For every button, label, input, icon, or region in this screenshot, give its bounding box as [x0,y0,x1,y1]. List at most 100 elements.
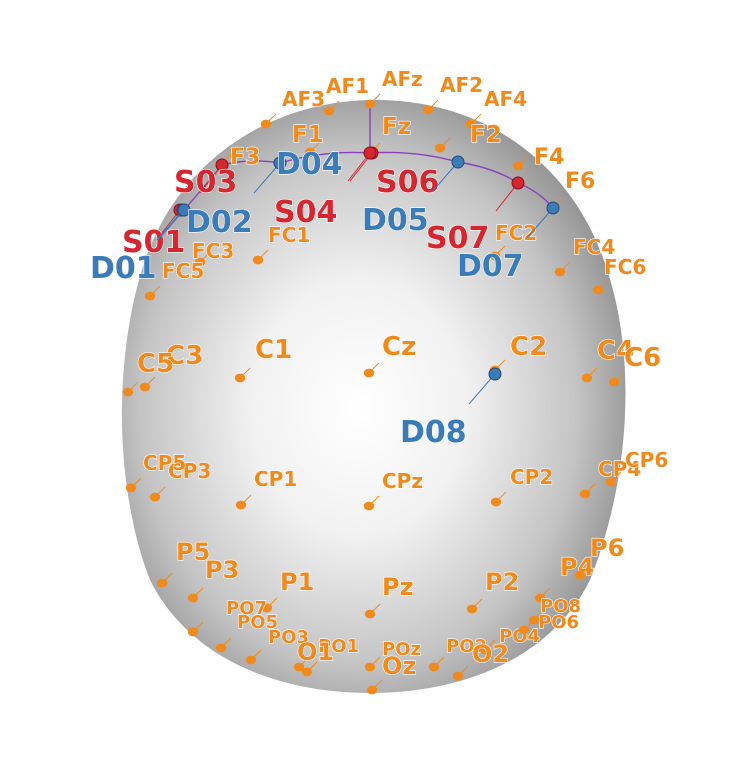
electrode-marker [234,373,246,383]
electrode-label: CPz [382,469,423,493]
detector-label: D01 [90,251,157,286]
detector-marker [546,201,560,215]
electrode-marker [235,500,247,510]
electrode-marker [479,645,491,655]
electrode-marker [144,291,156,301]
electrode-marker [428,662,440,672]
electrode-label: O1 [297,638,334,666]
electrode-label: CP4 [598,457,641,481]
electrode-label: PO5 [237,612,278,633]
electrode-marker [434,143,446,153]
electrode-marker [366,685,378,695]
electrode-label: P6 [590,534,624,562]
electrode-label: PO8 [540,596,581,617]
electrode-marker [528,615,540,625]
electrode-marker [139,382,151,392]
electrode-marker [245,655,257,665]
electrode-label: O2 [472,640,509,668]
electrode-marker [422,105,434,115]
detector-marker [177,203,191,217]
electrode-label: AF1 [326,74,369,98]
electrode-marker [466,604,478,614]
source-marker [215,158,229,172]
source-label: S03 [174,165,237,200]
electrode-label: PO4 [499,626,540,647]
source-marker [511,176,525,190]
electrode-marker [194,257,206,267]
electrode-label: Pz [382,573,414,601]
electrode-marker [252,255,264,265]
electrode-label: C2 [510,332,547,362]
detector-leader-line [431,161,459,193]
electrode-label: FC2 [495,221,537,245]
electrode-label: PO1 [318,636,359,657]
electrode-marker [301,667,313,677]
electrode-marker [512,161,524,171]
electrode-marker [149,492,161,502]
electrode-marker [489,251,501,261]
electrode-marker [187,627,199,637]
detector-leader-line [526,207,554,239]
electrode-marker [592,285,604,295]
electrode-label: P2 [485,568,519,596]
electrode-label: PO3 [268,627,309,648]
electrode-label: PO2 [446,636,487,657]
electrode-marker [304,147,316,157]
electrode-label: FC5 [162,259,204,283]
electrode-marker [122,387,134,397]
source-label: S04 [274,195,337,230]
electrode-marker [554,267,566,277]
detector-label: D04 [276,147,343,182]
source-marker [363,146,377,160]
detector-leader-line [157,209,185,241]
electrode-marker [363,501,375,511]
electrode-label: P5 [176,538,210,566]
electrode-label: AF4 [484,87,527,111]
electrode-marker [261,603,273,613]
electrode-label: C1 [255,335,292,365]
electrode-label: F2 [470,122,502,148]
channel-line [369,151,459,163]
electrode-label: Oz [382,652,416,680]
electrode-label: C3 [166,341,203,371]
electrode-label: PO7 [226,598,267,619]
electrode-label: POz [382,639,421,660]
electrode-marker [364,99,376,109]
electrode-marker [581,373,593,383]
electrode-marker [605,477,617,487]
detector-marker [273,156,287,170]
electrode-label: Fz [382,114,411,140]
electrode-label: PO6 [538,612,579,633]
detector-leader-line [253,162,281,194]
electrode-marker [156,578,168,588]
electrode-label: AF3 [282,87,325,111]
electrode-marker [608,377,620,387]
electrode-label: CP5 [143,451,186,475]
electrode-label: CP2 [510,465,553,489]
source-label: S07 [426,221,489,256]
electrode-marker [452,671,464,681]
electrode-marker [518,625,530,635]
detector-marker [451,155,465,169]
electrode-marker [579,489,591,499]
electrode-label: FC6 [604,255,646,279]
electrode-marker [125,483,137,493]
electrode-label: CP6 [625,448,668,472]
source-label: S06 [376,165,439,200]
electrode-marker [323,106,335,116]
electrode-marker [364,662,376,672]
detector-label: D08 [400,415,467,450]
electrode-marker [364,609,376,619]
electrode-label: F3 [230,145,260,170]
electrode-marker [574,570,586,580]
detector-leader-line [156,209,184,241]
electrode-marker [363,368,375,378]
electrode-label: AF2 [440,73,483,97]
detector-label: D05 [362,203,429,238]
electrode-label: CP3 [168,459,211,483]
detector-marker [488,367,502,381]
electrode-label: F1 [292,122,324,148]
electrode-marker [187,593,199,603]
